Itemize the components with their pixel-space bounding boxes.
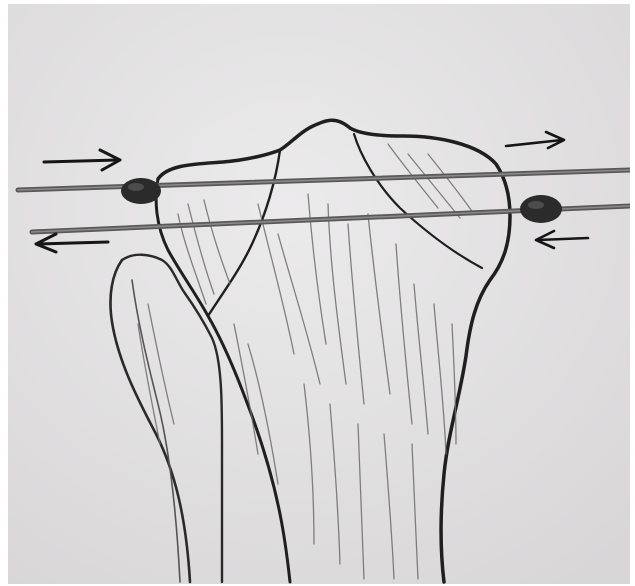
right-pin-knob (520, 195, 562, 223)
bone-sketch (8, 4, 630, 584)
left-pin-knob (121, 178, 161, 204)
